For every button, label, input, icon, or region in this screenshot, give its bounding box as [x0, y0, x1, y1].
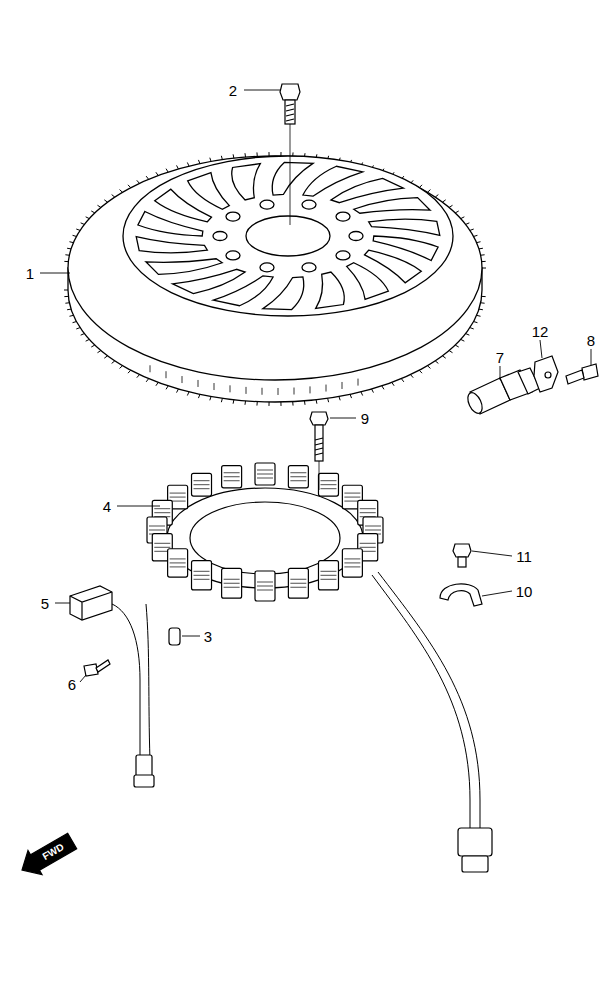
callout-number: 5: [41, 596, 49, 611]
callout-number: 4: [103, 499, 111, 514]
callout-number: 9: [361, 411, 369, 426]
callout-number: 11: [516, 549, 532, 564]
callout-number: 10: [516, 584, 533, 599]
callout-number: 6: [68, 677, 76, 692]
callout-number: 1: [26, 266, 34, 281]
forward-arrow: [22, 833, 77, 874]
leader-lines: [40, 90, 591, 682]
callout-number: 2: [229, 83, 237, 98]
bolt: [280, 84, 300, 100]
flywheel: [64, 152, 486, 406]
callout-number: 3: [204, 629, 212, 644]
stator: [147, 463, 383, 601]
bolt-shank: [285, 100, 295, 124]
callout-number: 8: [587, 333, 595, 348]
callout-number: 7: [496, 350, 504, 365]
callout-number: 12: [532, 324, 549, 339]
small-parts: [22, 84, 598, 875]
